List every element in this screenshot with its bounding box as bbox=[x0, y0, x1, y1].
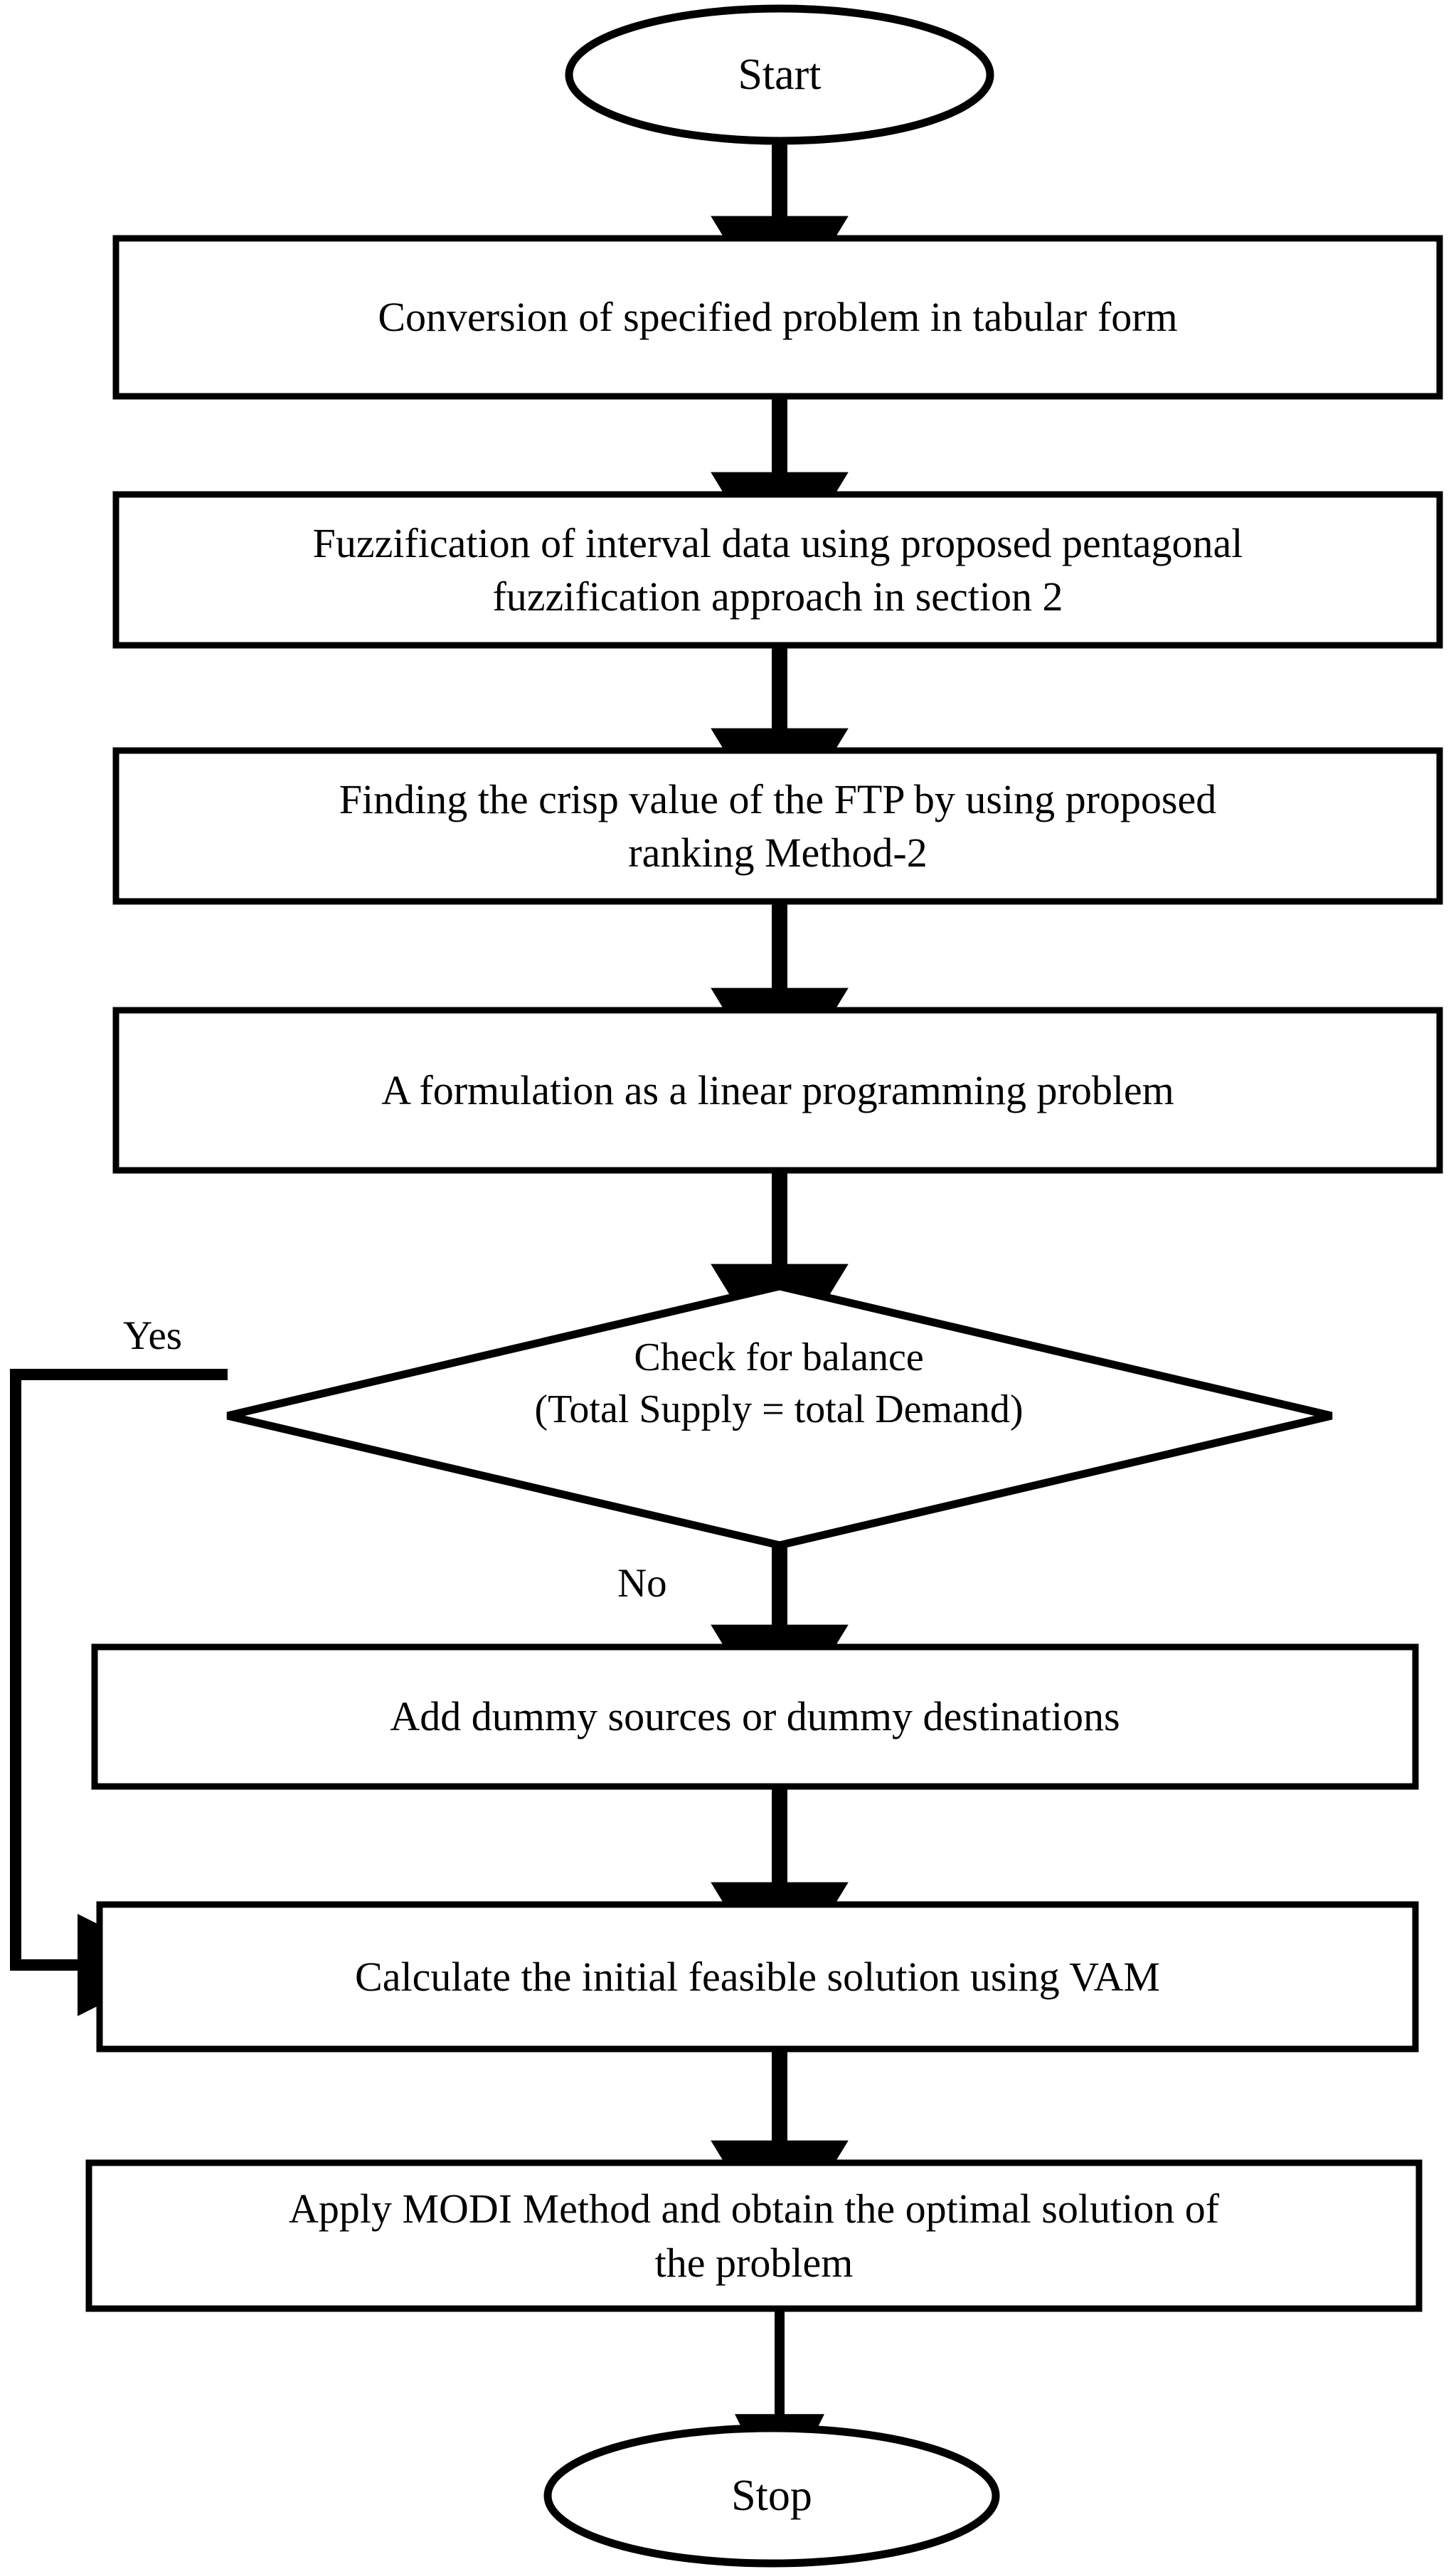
node-add-dummy[interactable] bbox=[95, 1647, 1415, 1786]
edge-label-yes: Yes bbox=[123, 1313, 182, 1358]
node-calculate-vam-shape[interactable] bbox=[96, 1901, 1419, 2053]
node-stop-shape[interactable] bbox=[543, 2424, 1000, 2568]
node-start[interactable] bbox=[569, 9, 990, 141]
node-conversion-shape[interactable] bbox=[112, 235, 1443, 400]
node-conversion[interactable] bbox=[116, 238, 1440, 396]
node-crisp-value-shape[interactable] bbox=[112, 747, 1443, 905]
connector-check-balance-yes-to-calculate-vam bbox=[10, 1369, 228, 2016]
node-fuzzification[interactable] bbox=[116, 494, 1440, 645]
node-calculate-vam[interactable] bbox=[100, 1905, 1415, 2049]
node-add-dummy-shape[interactable] bbox=[91, 1643, 1419, 1790]
node-crisp-value[interactable] bbox=[116, 751, 1440, 901]
edge-label-no: No bbox=[617, 1561, 667, 1606]
node-check-balance[interactable] bbox=[228, 1286, 1332, 1545]
node-modi-method[interactable] bbox=[89, 2163, 1419, 2309]
node-formulation[interactable] bbox=[116, 1010, 1440, 1170]
node-stop[interactable] bbox=[548, 2428, 996, 2563]
node-formulation-shape[interactable] bbox=[112, 1007, 1443, 1174]
node-modi-method-shape[interactable] bbox=[85, 2159, 1423, 2312]
